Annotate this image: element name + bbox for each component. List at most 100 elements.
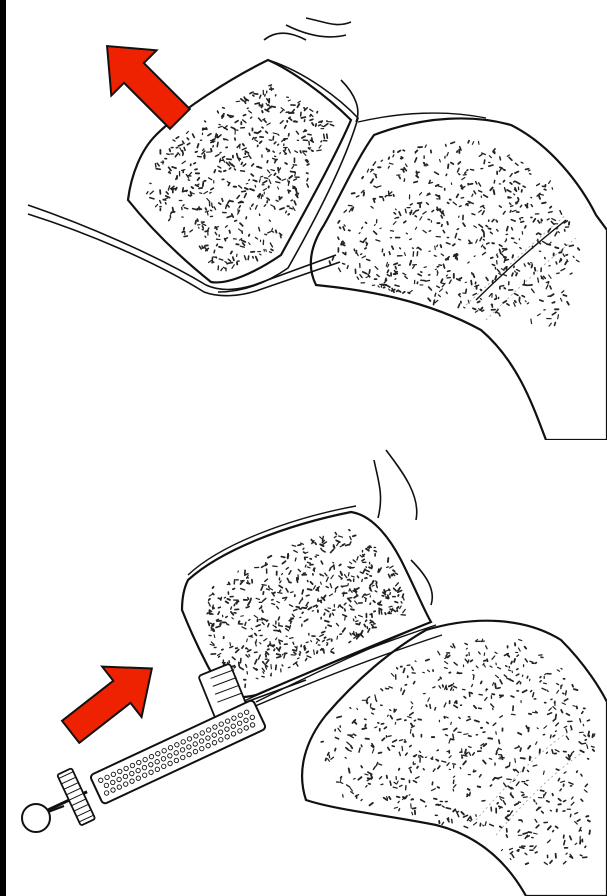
stipple-mark <box>579 742 581 743</box>
stipple-mark <box>348 573 349 576</box>
stipple-mark <box>183 153 184 155</box>
stipple-mark <box>366 567 367 568</box>
stipple-mark <box>525 647 527 649</box>
stipple-mark <box>417 767 418 768</box>
stipple-mark <box>216 619 218 620</box>
stipple-mark <box>389 611 390 612</box>
stipple-mark <box>400 248 401 249</box>
stipple-mark <box>187 138 188 140</box>
stipple-mark <box>402 594 403 597</box>
stipple-mark <box>342 263 344 264</box>
stipple-mark <box>362 177 363 178</box>
stipple-mark <box>390 781 391 785</box>
stipple-mark <box>282 654 283 655</box>
stipple-mark <box>272 106 276 107</box>
stipple-mark <box>195 152 197 153</box>
stipple-mark <box>205 236 206 237</box>
stipple-mark <box>542 203 546 204</box>
stipple-mark <box>486 689 487 691</box>
stipple-mark <box>435 246 436 250</box>
stipple-mark <box>370 585 371 586</box>
stipple-mark <box>552 750 553 754</box>
stipple-mark <box>217 142 218 146</box>
stipple-mark <box>390 710 391 711</box>
stipple-mark <box>394 263 397 264</box>
stipple-mark <box>418 719 421 720</box>
stipple-mark <box>359 623 360 625</box>
stipple-mark <box>324 613 325 615</box>
stipple-mark <box>267 161 268 163</box>
stipple-mark <box>403 292 405 293</box>
stipple-mark <box>588 820 590 821</box>
stipple-mark <box>395 218 397 219</box>
stipple-mark <box>316 124 317 126</box>
stipple-mark <box>468 300 469 303</box>
stipple-mark <box>437 750 438 751</box>
stipple-mark <box>317 588 318 591</box>
stipple-mark <box>241 616 244 617</box>
stipple-mark <box>361 745 362 747</box>
stipple-mark <box>521 758 525 759</box>
stipple-mark <box>309 141 310 145</box>
stipple-mark <box>171 212 172 213</box>
stipple-mark <box>305 130 306 131</box>
stipple-mark <box>361 799 362 800</box>
stipple-mark <box>517 655 519 656</box>
stipple-mark <box>341 783 343 784</box>
stipple-mark <box>491 258 493 259</box>
stipple-mark <box>167 154 169 155</box>
stipple-mark <box>410 261 411 265</box>
stipple-mark <box>210 192 211 193</box>
stipple-mark <box>290 638 293 639</box>
stipple-mark <box>275 95 276 96</box>
stipple-mark <box>183 188 184 190</box>
stipple-mark <box>512 273 513 276</box>
stipple-mark <box>220 159 221 162</box>
stipple-mark <box>423 769 424 770</box>
stipple-mark <box>365 248 366 249</box>
stipple-mark <box>529 170 530 171</box>
stipple-mark <box>285 148 286 150</box>
stipple-mark <box>481 290 482 291</box>
stipple-mark <box>311 640 312 641</box>
stipple-mark <box>357 708 358 709</box>
stipple-mark <box>499 249 500 253</box>
stipple-mark <box>351 576 354 577</box>
stipple-mark <box>547 244 550 245</box>
stipple-mark <box>197 219 198 221</box>
stipple-mark <box>209 599 210 600</box>
stipple-mark <box>334 565 335 569</box>
stipple-mark <box>295 647 296 648</box>
stipple-mark <box>280 236 281 238</box>
stipple-mark <box>593 750 594 751</box>
stipple-mark <box>446 655 447 657</box>
stipple-mark <box>426 705 427 706</box>
stipple-mark <box>245 101 246 103</box>
stipple-mark <box>521 792 523 793</box>
stipple-mark <box>453 644 454 646</box>
stipple-mark <box>219 171 221 172</box>
stipple-mark <box>352 207 353 210</box>
stipple-mark <box>553 735 555 736</box>
stipple-mark <box>504 170 505 171</box>
stipple-mark <box>527 676 528 678</box>
stipple-mark <box>278 187 279 189</box>
stipple-mark <box>271 249 273 250</box>
stipple-mark <box>453 780 454 783</box>
stipple-mark <box>523 833 527 834</box>
stipple-mark <box>216 257 217 258</box>
compression-arrow-up-right <box>51 643 172 757</box>
stipple-mark <box>372 713 374 714</box>
stipple-mark <box>503 181 504 182</box>
stipple-mark <box>282 665 283 666</box>
stipple-mark <box>372 581 373 584</box>
stipple-mark <box>432 210 434 211</box>
stipple-mark <box>293 650 297 651</box>
stipple-mark <box>274 592 275 593</box>
stipple-mark <box>408 293 410 294</box>
stipple-mark <box>356 621 358 622</box>
stipple-mark <box>229 582 230 584</box>
stipple-mark <box>184 148 185 151</box>
stipple-mark <box>197 144 198 148</box>
stipple-mark <box>359 233 360 234</box>
